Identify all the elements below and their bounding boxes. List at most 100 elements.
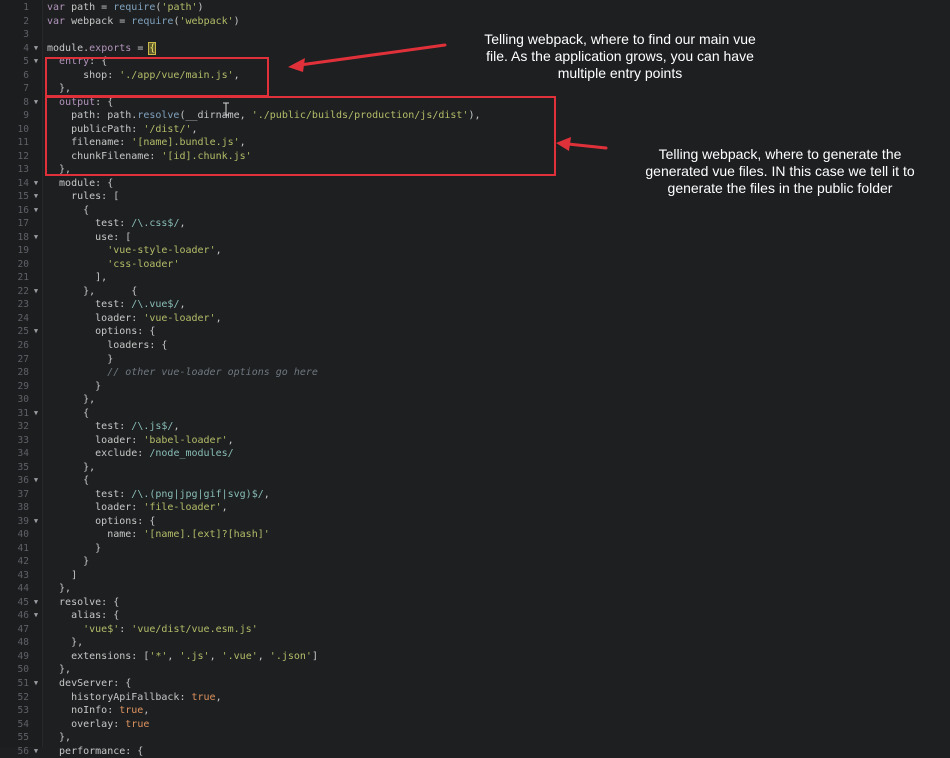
code-token: { bbox=[47, 475, 90, 487]
code-text: } bbox=[47, 380, 101, 394]
code-line[interactable]: 5▼ entry: { bbox=[0, 55, 950, 69]
code-line[interactable]: 15▼ rules: [ bbox=[0, 190, 950, 204]
fold-toggle-icon[interactable]: ▼ bbox=[33, 327, 39, 336]
code-token: : { bbox=[95, 96, 114, 108]
code-text: publicPath: '/dist/', bbox=[47, 123, 197, 137]
line-number: 13 bbox=[17, 164, 29, 176]
code-line[interactable]: 3 bbox=[0, 28, 950, 42]
code-line[interactable]: 38 loader: 'file-loader', bbox=[0, 501, 950, 515]
code-line[interactable]: 20 'css-loader' bbox=[0, 258, 950, 272]
code-line[interactable]: 54 overlay: true bbox=[0, 718, 950, 732]
code-line[interactable]: 8▼ output: { bbox=[0, 96, 950, 110]
code-token: chunkFilename: bbox=[47, 150, 162, 162]
code-line[interactable]: 22▼ }, { bbox=[0, 285, 950, 299]
code-token: } bbox=[47, 380, 102, 392]
fold-toggle-icon[interactable]: ▼ bbox=[33, 205, 39, 214]
code-line[interactable]: 44 }, bbox=[0, 582, 950, 596]
fold-toggle-icon[interactable]: ▼ bbox=[33, 408, 39, 417]
code-line[interactable]: 34 exclude: /node_modules/ bbox=[0, 447, 950, 461]
fold-toggle-icon[interactable]: ▼ bbox=[33, 192, 39, 201]
fold-toggle-icon[interactable]: ▼ bbox=[33, 43, 39, 52]
code-line[interactable]: 7 }, bbox=[0, 82, 950, 96]
fold-toggle-icon[interactable]: ▼ bbox=[33, 597, 39, 606]
code-line[interactable]: 37 test: /\.(png|jpg|gif|svg)$/, bbox=[0, 488, 950, 502]
line-number: 30 bbox=[17, 394, 29, 406]
code-line[interactable]: 42 } bbox=[0, 555, 950, 569]
code-line[interactable]: 23 test: /\.vue$/, bbox=[0, 298, 950, 312]
code-line[interactable]: 30 }, bbox=[0, 393, 950, 407]
code-line[interactable]: 6 shop: './app/vue/main.js', bbox=[0, 69, 950, 83]
line-number: 54 bbox=[17, 718, 29, 730]
fold-toggle-icon[interactable]: ▼ bbox=[33, 286, 39, 295]
fold-toggle-icon[interactable]: ▼ bbox=[33, 611, 39, 620]
code-line[interactable]: 16▼ { bbox=[0, 204, 950, 218]
code-line[interactable]: 49 extensions: ['*', '.js', '.vue', '.js… bbox=[0, 650, 950, 664]
code-line[interactable]: 18▼ use: [ bbox=[0, 231, 950, 245]
code-line[interactable]: 33 loader: 'babel-loader', bbox=[0, 434, 950, 448]
code-line[interactable]: 40 name: '[name].[ext]?[hash]' bbox=[0, 528, 950, 542]
code-token: module bbox=[47, 42, 84, 54]
code-line[interactable]: 41 } bbox=[0, 542, 950, 556]
code-token: loaders: { bbox=[47, 340, 168, 351]
code-line[interactable]: 45▼ resolve: { bbox=[0, 596, 950, 610]
code-line[interactable]: 4▼module.exports = { bbox=[0, 41, 950, 56]
code-token: , bbox=[215, 691, 222, 703]
code-line[interactable]: 28 // other vue-loader options go here bbox=[0, 366, 950, 380]
fold-toggle-icon[interactable]: ▼ bbox=[33, 178, 39, 187]
code-token: shop: bbox=[47, 69, 120, 81]
code-line[interactable]: 10 publicPath: '/dist/', bbox=[0, 123, 950, 137]
code-line[interactable]: 24 loader: 'vue-loader', bbox=[0, 312, 950, 326]
code-line[interactable]: 14▼ module: { bbox=[0, 177, 950, 191]
code-line[interactable]: 11 filename: '[name].bundle.js', bbox=[0, 136, 950, 150]
code-line[interactable]: 51▼ devServer: { bbox=[0, 677, 950, 691]
code-text: extensions: ['*', '.js', '.vue', '.json'… bbox=[47, 650, 318, 664]
code-token: , bbox=[239, 137, 246, 149]
code-line[interactable]: 13 }, bbox=[0, 163, 950, 177]
code-line[interactable]: 39▼ options: { bbox=[0, 515, 950, 529]
code-line[interactable]: 36▼ { bbox=[0, 474, 950, 488]
fold-toggle-icon[interactable]: ▼ bbox=[33, 476, 39, 485]
code-token: './public/builds/production/js/dist' bbox=[251, 110, 469, 122]
code-line[interactable]: 25▼ options: { bbox=[0, 325, 950, 339]
code-token: true bbox=[119, 705, 144, 717]
line-number: 21 bbox=[17, 272, 29, 284]
code-line[interactable]: 26 loaders: { bbox=[0, 339, 950, 353]
code-line[interactable]: 19 'vue-style-loader', bbox=[0, 244, 950, 258]
code-line[interactable]: 17 test: /\.css$/, bbox=[0, 217, 950, 231]
code-line[interactable]: 53 noInfo: true, bbox=[0, 704, 950, 718]
code-line[interactable]: 9 path: path.resolve(__dirname, './publi… bbox=[0, 109, 950, 123]
code-line[interactable]: 32 test: /\.js$/, bbox=[0, 420, 950, 434]
code-line[interactable]: 46▼ alias: { bbox=[0, 609, 950, 623]
fold-toggle-icon[interactable]: ▼ bbox=[33, 679, 39, 687]
code-line[interactable]: 48 }, bbox=[0, 636, 950, 650]
line-number: 2 bbox=[23, 15, 29, 27]
code-text: var webpack = require('webpack') bbox=[47, 15, 240, 29]
code-line[interactable]: 55 }, bbox=[0, 731, 950, 745]
code-token: '*' bbox=[149, 650, 168, 662]
code-line[interactable]: 12 chunkFilename: '[id].chunk.js' bbox=[0, 150, 950, 164]
code-token: ] bbox=[311, 650, 318, 662]
code-token: devServer: { bbox=[47, 678, 132, 689]
code-token: }, bbox=[47, 583, 72, 595]
fold-toggle-icon[interactable]: ▼ bbox=[33, 57, 39, 66]
code-line[interactable]: 2 var webpack = require('webpack') bbox=[0, 15, 950, 29]
code-line[interactable]: 47 'vue$': 'vue/dist/vue.esm.js' bbox=[0, 623, 950, 637]
code-line[interactable]: 52 historyApiFallback: true, bbox=[0, 691, 950, 705]
code-line[interactable]: 21 ], bbox=[0, 271, 950, 285]
code-line[interactable]: 43 ] bbox=[0, 569, 950, 583]
code-line[interactable]: 27 } bbox=[0, 353, 950, 367]
fold-toggle-icon[interactable]: ▼ bbox=[33, 516, 39, 525]
fold-toggle-icon[interactable]: ▼ bbox=[33, 97, 39, 106]
code-line[interactable]: 35 }, bbox=[0, 461, 950, 475]
fold-toggle-icon[interactable]: ▼ bbox=[33, 232, 39, 241]
line-number: 15 bbox=[17, 191, 29, 203]
code-line[interactable]: 29 } bbox=[0, 380, 950, 394]
line-number: 26 bbox=[17, 340, 29, 351]
code-line[interactable]: 31▼ { bbox=[0, 407, 950, 421]
code-token: , bbox=[215, 312, 222, 324]
code-line[interactable]: 50 }, bbox=[0, 663, 950, 677]
code-text: module: { bbox=[47, 177, 113, 191]
code-token: test: bbox=[47, 218, 132, 230]
